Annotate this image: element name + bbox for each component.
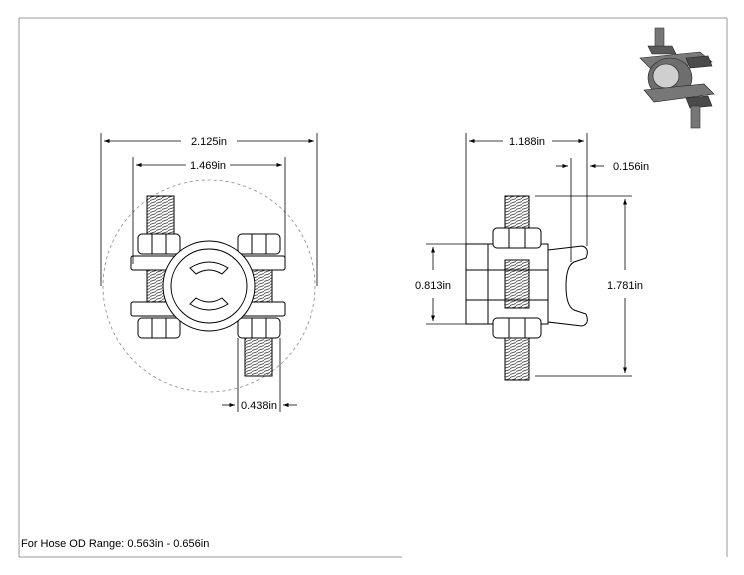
left-upper-nut: [137, 233, 181, 255]
dim-clamp-width: 1.469in: [190, 160, 226, 172]
left-lower-nut: [137, 317, 181, 339]
side-upper-nut: [492, 227, 542, 249]
front-dimensions: [100, 133, 318, 412]
side-bolt-thread-lower: [504, 337, 530, 381]
dim-body-height: 0.813in: [415, 280, 451, 292]
left-bolt-thread-upper: [146, 195, 175, 235]
dim-overall-height: 1.781in: [607, 280, 643, 292]
dim-lip-width: 0.156in: [613, 161, 649, 173]
clamp-pad-upper: [189, 261, 229, 275]
dim-overall-width: 2.125in: [191, 136, 227, 148]
right-bolt-thread-lower: [244, 337, 273, 377]
side-view: [465, 195, 588, 381]
side-bolt-shank: [504, 259, 530, 309]
dim-side-width: 1.188in: [509, 136, 545, 148]
hose-range-note: For Hose OD Range: 0.563in - 0.656in: [21, 538, 210, 550]
right-lower-nut: [237, 317, 281, 339]
side-jaw: [547, 245, 588, 327]
isometric-preview-icon: [639, 27, 715, 129]
front-view: [102, 179, 316, 393]
clamp-pad-lower: [189, 297, 229, 311]
side-lower-nut: [492, 317, 542, 339]
hose-outline: [102, 179, 316, 393]
dim-bolt-width: 0.438in: [241, 400, 277, 412]
clamp-bore: [170, 248, 248, 324]
side-dimensions: [426, 133, 632, 377]
right-upper-nut: [237, 233, 281, 255]
sheet-border: [18, 17, 728, 558]
